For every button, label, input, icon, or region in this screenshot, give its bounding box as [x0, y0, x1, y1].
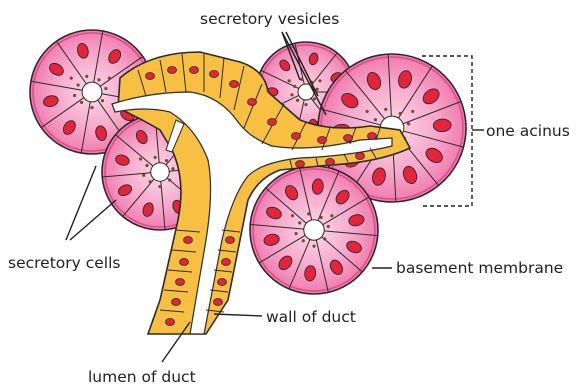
secretory-vesicle — [374, 118, 377, 121]
duct-wall-nucleus — [296, 161, 305, 168]
secretory-vesicle — [318, 79, 321, 82]
secretory-vesicle — [330, 214, 333, 217]
secretory-vesicle — [304, 103, 307, 106]
secretory-vesicle — [293, 85, 296, 88]
secretory-vesicle — [80, 101, 83, 104]
secretory-vesicle — [307, 212, 310, 215]
leader-secretory-cells-2 — [70, 200, 116, 240]
duct-wall-nucleus — [190, 67, 199, 74]
secretory-vesicle — [85, 75, 88, 78]
secretory-vesicle — [300, 78, 303, 81]
secretory-vesicle — [77, 83, 80, 86]
label-secretory-vesicles: secretory vesicles — [200, 10, 339, 28]
label-secretory-cells: secretory cells — [8, 254, 120, 272]
label-basement-membrane: basement membrane — [396, 259, 563, 277]
acinus-lumen — [82, 82, 102, 102]
duct-wall-nucleus — [176, 279, 185, 286]
secretory-vesicle — [139, 157, 142, 160]
secretory-vesicle — [97, 78, 100, 81]
label-one-acinus: one acinus — [486, 122, 570, 140]
label-lumen-of-duct: lumen of duct — [88, 368, 196, 386]
duct-wall-nucleus — [318, 137, 327, 144]
secretory-vesicle — [70, 77, 73, 80]
duct-wall-nucleus — [248, 99, 257, 106]
duct-wall-nucleus — [230, 81, 239, 88]
duct-wall-nucleus — [210, 71, 219, 78]
duct-wall-nucleus — [180, 259, 189, 266]
duct-wall-nucleus — [218, 279, 227, 286]
secretory-vesicle — [171, 167, 174, 170]
secretory-vesicle — [323, 237, 326, 240]
secretory-vesicle — [90, 106, 93, 109]
acinus-bottom — [250, 166, 378, 294]
secretory-vesicle — [288, 79, 291, 82]
secretory-vesicle — [291, 214, 294, 217]
secretory-vesicle — [316, 88, 319, 91]
secretory-vesicle — [101, 99, 104, 102]
secretory-vesicle — [168, 179, 171, 182]
secretory-vesicle — [290, 93, 293, 96]
duct-wall-nucleus — [214, 299, 223, 306]
acinus-lumen — [304, 220, 324, 240]
secretory-vesicle — [294, 232, 297, 235]
secretory-vesicle — [399, 112, 402, 115]
secretory-vesicle — [407, 122, 410, 125]
acinus-lumen — [151, 163, 170, 182]
leader-secretory-cells-1 — [66, 166, 96, 240]
secretory-vesicle — [104, 87, 107, 90]
duct-wall-nucleus — [166, 319, 175, 326]
duct-wall-nucleus — [172, 299, 181, 306]
cell-nucleus — [433, 119, 451, 132]
duct-wall-nucleus — [168, 67, 177, 74]
secretory-vesicle — [296, 99, 299, 102]
label-wall-of-duct: wall of duct — [266, 308, 356, 326]
secretory-vesicle — [298, 221, 301, 224]
secretory-vesicle — [313, 97, 316, 100]
duct-wall-nucleus — [184, 237, 193, 244]
secretory-vesicle — [366, 110, 369, 113]
duct-wall-nucleus — [226, 237, 235, 244]
duct-wall-nucleus — [222, 259, 231, 266]
duct-wall-nucleus — [292, 133, 301, 140]
secretory-vesicle — [145, 164, 148, 167]
duct-wall-nucleus — [344, 135, 353, 142]
duct-wall-nucleus — [268, 119, 277, 126]
secretory-vesicle — [158, 185, 161, 188]
secretory-vesicle — [154, 156, 157, 159]
leader-wall-of-duct — [214, 314, 262, 316]
secretory-vesicle — [411, 110, 414, 113]
secretory-vesicle — [302, 239, 305, 242]
secretory-vesicle — [320, 216, 323, 219]
secretory-vesicle — [108, 77, 111, 80]
secretory-vesicle — [327, 225, 330, 228]
secretory-vesicle — [165, 159, 168, 162]
secretory-vesicle — [73, 94, 76, 97]
secretory-vesicle — [384, 108, 387, 111]
secretory-vesicle — [142, 174, 145, 177]
duct-wall-nucleus — [356, 153, 365, 160]
secretory-vesicle — [312, 245, 315, 248]
secretory-vesicle — [149, 180, 152, 183]
duct-wall-nucleus — [146, 73, 155, 80]
duct-wall-nucleus — [326, 159, 335, 166]
duct-wall-nucleus — [368, 133, 377, 140]
